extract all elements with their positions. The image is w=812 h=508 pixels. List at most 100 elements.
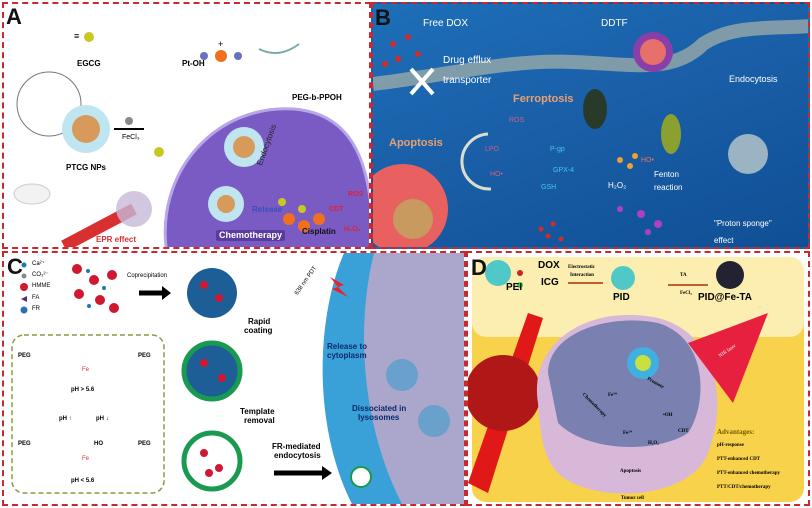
fe-label-2: Fe [82, 456, 90, 462]
ho-left-label: HO• [490, 171, 503, 178]
peg-label-4: PEG [138, 441, 151, 447]
removal-label: removal [244, 416, 275, 425]
gpx4-label: GPX-4 [553, 167, 575, 174]
mitochondrion-2 [661, 114, 681, 154]
chemistry-box [11, 334, 165, 494]
cell-membrane [373, 19, 808, 91]
peg-b-ppoh-label: PEG-b-PPOH [292, 93, 342, 102]
free-dox-label: Free DOX [423, 18, 469, 29]
pid-fe-ta-label: PID@Fe-TA [698, 292, 753, 303]
ph-down-label: pH ↓ [96, 416, 109, 422]
fenton-label: Fenton [654, 170, 679, 179]
panel-c: C Ca²⁺ CO₃²⁻ HMME FA FR Coprecipitation … [2, 251, 466, 506]
ptcg-nps-label: PTCG NPs [66, 163, 107, 172]
legend-hmme: HMME [32, 283, 51, 289]
fe-label-1: Fe [82, 367, 90, 373]
pgp-label: P-gp [550, 146, 565, 153]
mitochondrion [583, 89, 607, 129]
lightning-icon [330, 277, 348, 297]
dox-label: DOX [538, 260, 560, 271]
legend-markers [20, 262, 28, 314]
ph-lt-label: pH < 5.6 [71, 478, 95, 484]
coated-particle [181, 340, 243, 402]
panel-b: B Free DOX DDTF Drug efflux transporter … [371, 2, 810, 249]
endocytosis-label-b: Endocytosis [729, 74, 778, 84]
template-label: Template [240, 407, 275, 416]
gsh-label: GSH [541, 184, 557, 191]
release-to-label: Release to [327, 342, 368, 351]
transporter-label: transporter [443, 75, 492, 86]
lysosome [386, 359, 418, 391]
nir-laser-beam [688, 313, 768, 403]
hollow-particle [181, 430, 243, 492]
apoptosis-label-d: Apoptosis [620, 469, 642, 474]
proton-sponge-label: "Proton sponge" [714, 219, 772, 228]
cycle-arrow [460, 132, 492, 191]
ferroptosis-label: Ferroptosis [513, 93, 574, 105]
oh-label: •OH [663, 413, 673, 418]
peg-label-2: PEG [138, 353, 151, 359]
equiv-sign: ≡ [74, 31, 80, 41]
panel-d-letter: D [471, 255, 487, 280]
plus-sign: + [218, 39, 224, 49]
rapid-label: Rapid [248, 317, 271, 326]
peg-label-3: PEG [18, 441, 31, 447]
ho-right-label: HO• [641, 157, 654, 164]
blocked-x-icon [409, 67, 435, 96]
mouse [13, 183, 51, 205]
endocytosis-label-c: endocytosis [274, 451, 321, 460]
legend-fr: FR [32, 306, 40, 312]
pid-label: PID [613, 292, 630, 303]
chemotherapy-label: Chemotherapy [216, 230, 286, 241]
lysosomes-label: lysosomes [358, 413, 400, 422]
pid-fe-ta-particle [716, 261, 744, 289]
endosome [728, 134, 768, 174]
cdt-label-d: CDT [678, 429, 689, 434]
fe3-label: Fe³⁺ [608, 393, 618, 398]
apoptosis-label-b: Apoptosis [389, 137, 443, 149]
panel-b-illustration [373, 19, 808, 247]
panel-b-letter: B [375, 5, 391, 30]
coating-label: coating [244, 326, 273, 335]
advantage-item: pH-response [717, 443, 744, 448]
cdt-label: CDT [329, 206, 344, 213]
panel-d-illustration [468, 257, 804, 502]
panel-a-illustration [13, 32, 369, 247]
legend-co3: CO₃²⁻ [32, 272, 49, 278]
reaction-label: reaction [654, 183, 683, 192]
h2o2-label-b: H₂O₂ [608, 181, 627, 190]
pei-label: PEI [506, 282, 523, 293]
advantage-item: PTT/CDT/chemotherapy [717, 485, 771, 490]
icg-label: ICG [541, 277, 559, 288]
ros-label: ROS [348, 191, 364, 198]
peg-label-1: PEG [18, 353, 31, 359]
lpo-label: LPO [485, 146, 500, 153]
advantage-item: PTT-enhanced chemotherapy [717, 471, 781, 476]
legend-ca: Ca²⁺ [32, 261, 45, 267]
advantages-title: Advantages: [717, 428, 755, 436]
dissociated-label: Dissociated in [352, 404, 407, 413]
ros-label-b: ROS [509, 117, 525, 124]
interaction-label: Interaction [570, 273, 594, 278]
h2o2-label-d: H₂O₂ [648, 441, 659, 446]
ho-label: HO [94, 441, 103, 447]
ta-label: TA [680, 273, 687, 278]
ph-up-label: pH ↑ [59, 416, 72, 422]
coprecipitation-label: Coprecipitation [127, 273, 168, 279]
release-label: Release [252, 205, 283, 214]
fecl3-label: FeCl₃ [122, 134, 140, 141]
tumor-cell-label: Tumor cell [621, 496, 644, 501]
pt-ball [215, 50, 227, 62]
panel-c-illustration [11, 253, 464, 504]
legend-fa: FA [32, 295, 40, 301]
fe2-label: Fe²⁺ [623, 431, 633, 436]
pei-particle [485, 260, 511, 286]
effect-label: effect [714, 236, 734, 245]
caco3-particle [187, 268, 237, 318]
pid-particle [611, 266, 635, 290]
peg-chain [258, 43, 300, 54]
h2o2-label: H₂O₂ [344, 226, 361, 233]
ph-gt-label: pH > 5.6 [71, 387, 95, 393]
cytoplasm-label: cytoplasm [327, 351, 367, 360]
electrostatic-label: Electrostatic [568, 265, 595, 270]
